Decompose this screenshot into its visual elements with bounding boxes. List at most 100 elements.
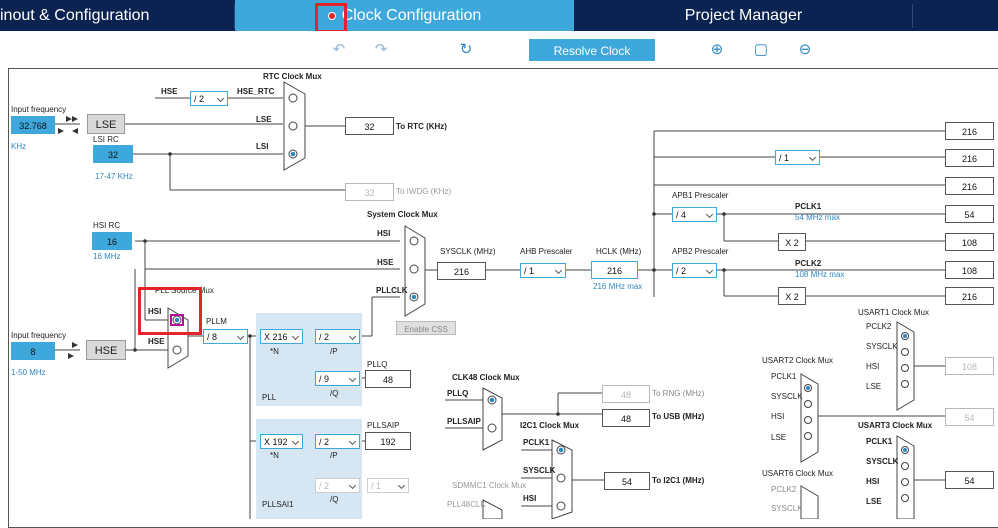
clk48-mux-title: CLK48 Clock Mux: [452, 373, 520, 382]
usart3-pclk1-label: PCLK1: [866, 437, 893, 446]
usb-output-label: To USB (MHz): [652, 412, 705, 421]
resolve-clock-issues-button[interactable]: Resolve Clock Issues: [529, 39, 655, 80]
pll-source-hsi-radio[interactable]: [170, 314, 184, 326]
pclk2-value: 108: [945, 261, 994, 279]
usart1-lse-label: LSE: [866, 382, 882, 391]
lse-block: LSE: [87, 114, 125, 134]
plln-multiplier-select[interactable]: X 216: [260, 329, 303, 344]
tab-clock-label: Clock Configuration: [341, 7, 482, 24]
fit-screen-icon[interactable]: ▢: [753, 41, 769, 58]
tab-divider: [912, 4, 913, 28]
rtc-lse-label: LSE: [256, 115, 272, 124]
system-clock-mux-title: System Clock Mux: [367, 210, 438, 219]
hse-block: HSE: [86, 340, 126, 360]
zoom-in-icon[interactable]: ⊕: [710, 41, 724, 58]
pll-name-label: PLL: [262, 393, 277, 402]
clk48-pllsaip-label: PLLSAIP: [447, 417, 481, 426]
lsi-range-label: 17-47 KHz: [95, 172, 133, 181]
usart3-hsi-label: HSI: [866, 477, 880, 486]
tab-pinout-label: inout & Configuration: [0, 7, 150, 24]
apb1-prescaler-select[interactable]: / 4: [672, 207, 717, 222]
rng-frequency-value: 48: [602, 385, 650, 403]
apb2-timer-multiplier: X 2: [778, 287, 806, 305]
tab-project-label: Project Manager: [684, 7, 803, 24]
pllsai-r-divider-select[interactable]: / 1: [367, 478, 409, 493]
pllsai-n-multiplier-select[interactable]: X 192: [260, 434, 303, 449]
pllmux-hsi-label: HSI: [148, 307, 162, 316]
usart2-frequency-value: 54: [945, 408, 994, 426]
pclk1-label: PCLK1: [795, 202, 822, 211]
output-216-a: 216: [945, 122, 994, 140]
pllp-label: /P: [330, 347, 338, 356]
pllsai-q-divider-select[interactable]: / 2: [315, 478, 360, 493]
pllsai-n-label: *N: [270, 451, 279, 460]
hclk-value[interactable]: 216: [591, 261, 638, 279]
usart1-frequency-value: 108: [945, 357, 994, 375]
pclk2-max-label: 108 MHz max: [795, 270, 845, 279]
i2c1-sysclk-label: SYSCLK: [523, 466, 556, 475]
toolbar: ↶ ↷ ↻ Resolve Clock Issues ⊕ ▢ ⊖: [0, 31, 998, 80]
pclk1-value: 54: [945, 205, 994, 223]
pllm-label: PLLM: [206, 317, 227, 326]
redo-icon[interactable]: ↷: [374, 41, 388, 58]
plln-label: *N: [270, 347, 279, 356]
lsi-value: 32: [93, 145, 133, 163]
ahb-prescaler-select[interactable]: / 1: [520, 263, 566, 278]
zoom-out-icon[interactable]: ⊖: [798, 41, 812, 58]
pllmux-hse-label: HSE: [148, 337, 165, 346]
usart3-mux-title: USART3 Clock Mux: [858, 421, 933, 430]
refresh-icon[interactable]: ↻: [459, 41, 473, 58]
pll-source-mux-title: PLL Source Mux: [155, 286, 214, 295]
hsi-value: 16: [92, 232, 132, 250]
pllm-divider-select[interactable]: / 8: [203, 329, 248, 344]
hse-input-frequency-label: Input frequency: [11, 331, 67, 340]
tab-pinout-configuration[interactable]: inout & Configuration: [0, 0, 234, 31]
usb-frequency-value: 48: [602, 409, 650, 427]
i2c1-hsi-label: HSI: [523, 494, 537, 503]
pllq-divider-select[interactable]: / 9: [315, 371, 360, 386]
enable-css-button[interactable]: Enable CSS: [396, 321, 456, 335]
pllq-label: /Q: [330, 389, 339, 398]
rng-output-label: To RNG (MHz): [652, 389, 705, 398]
lse-unit-label: KHz: [11, 142, 27, 151]
i2c1-pclk1-label: PCLK1: [523, 438, 550, 447]
rtc-output-label: To RTC (KHz): [396, 122, 447, 131]
usart6-sysclk-label: SYSCLK: [771, 504, 803, 513]
usart2-lse-label: LSE: [771, 433, 787, 442]
clk48-pllq-label: PLLQ: [447, 389, 469, 398]
hse-input-frequency-field[interactable]: 8: [11, 342, 55, 360]
rtc-frequency-value: 32: [345, 117, 394, 135]
tab-divider: [234, 4, 235, 28]
sysclk-value[interactable]: 216: [437, 262, 486, 280]
undo-icon[interactable]: ↶: [332, 41, 346, 58]
tab-project-manager[interactable]: Project Manager: [575, 0, 912, 31]
pllsai-p-label: /P: [330, 451, 338, 460]
apb2-timer-value: 216: [945, 287, 994, 305]
apb2-prescaler-label: APB2 Prescaler: [672, 247, 729, 256]
ahb-prescaler-label: AHB Prescaler: [520, 247, 573, 256]
rtc-mux-title: RTC Clock Mux: [263, 72, 322, 81]
rtc-hse-rtc-label: HSE_RTC: [237, 87, 275, 96]
usart1-hsi-label: HSI: [866, 362, 880, 371]
apb2-prescaler-select[interactable]: / 2: [672, 263, 717, 278]
pclk1-max-label: 54 MHz max: [795, 213, 840, 222]
i2c1-frequency-value: 54: [604, 472, 650, 490]
output-216-b: 216: [945, 149, 994, 167]
rtc-hse-divider-select[interactable]: / 2: [190, 91, 228, 106]
pllp-divider-select[interactable]: / 2: [315, 329, 360, 344]
sysmux-hse-label: HSE: [377, 258, 394, 267]
tab-clock-configuration[interactable]: Clock Configuration: [235, 0, 574, 31]
usart3-sysclk-label: SYSCLK: [866, 457, 899, 466]
highlight-box-pll-source: [138, 287, 202, 335]
apb1-timer-value: 108: [945, 233, 994, 251]
sdmmc1-mux-title: SDMMC1 Clock Mux: [452, 481, 527, 490]
pllsaip-value: 192: [365, 432, 411, 450]
hsi-unit-label: 16 MHz: [93, 252, 121, 261]
lse-input-frequency-field[interactable]: 32.768: [11, 116, 55, 134]
apb1-prescaler-label: APB1 Prescaler: [672, 191, 729, 200]
usart2-sysclk-label: SYSCLK: [771, 392, 803, 401]
pllsai-p-divider-select[interactable]: / 2: [315, 434, 360, 449]
iwdg-output-label: To IWDG (KHz): [396, 187, 452, 196]
hse-range-label: 1-50 MHz: [11, 368, 46, 377]
cortex-timer-divider-select[interactable]: / 1: [775, 150, 820, 165]
